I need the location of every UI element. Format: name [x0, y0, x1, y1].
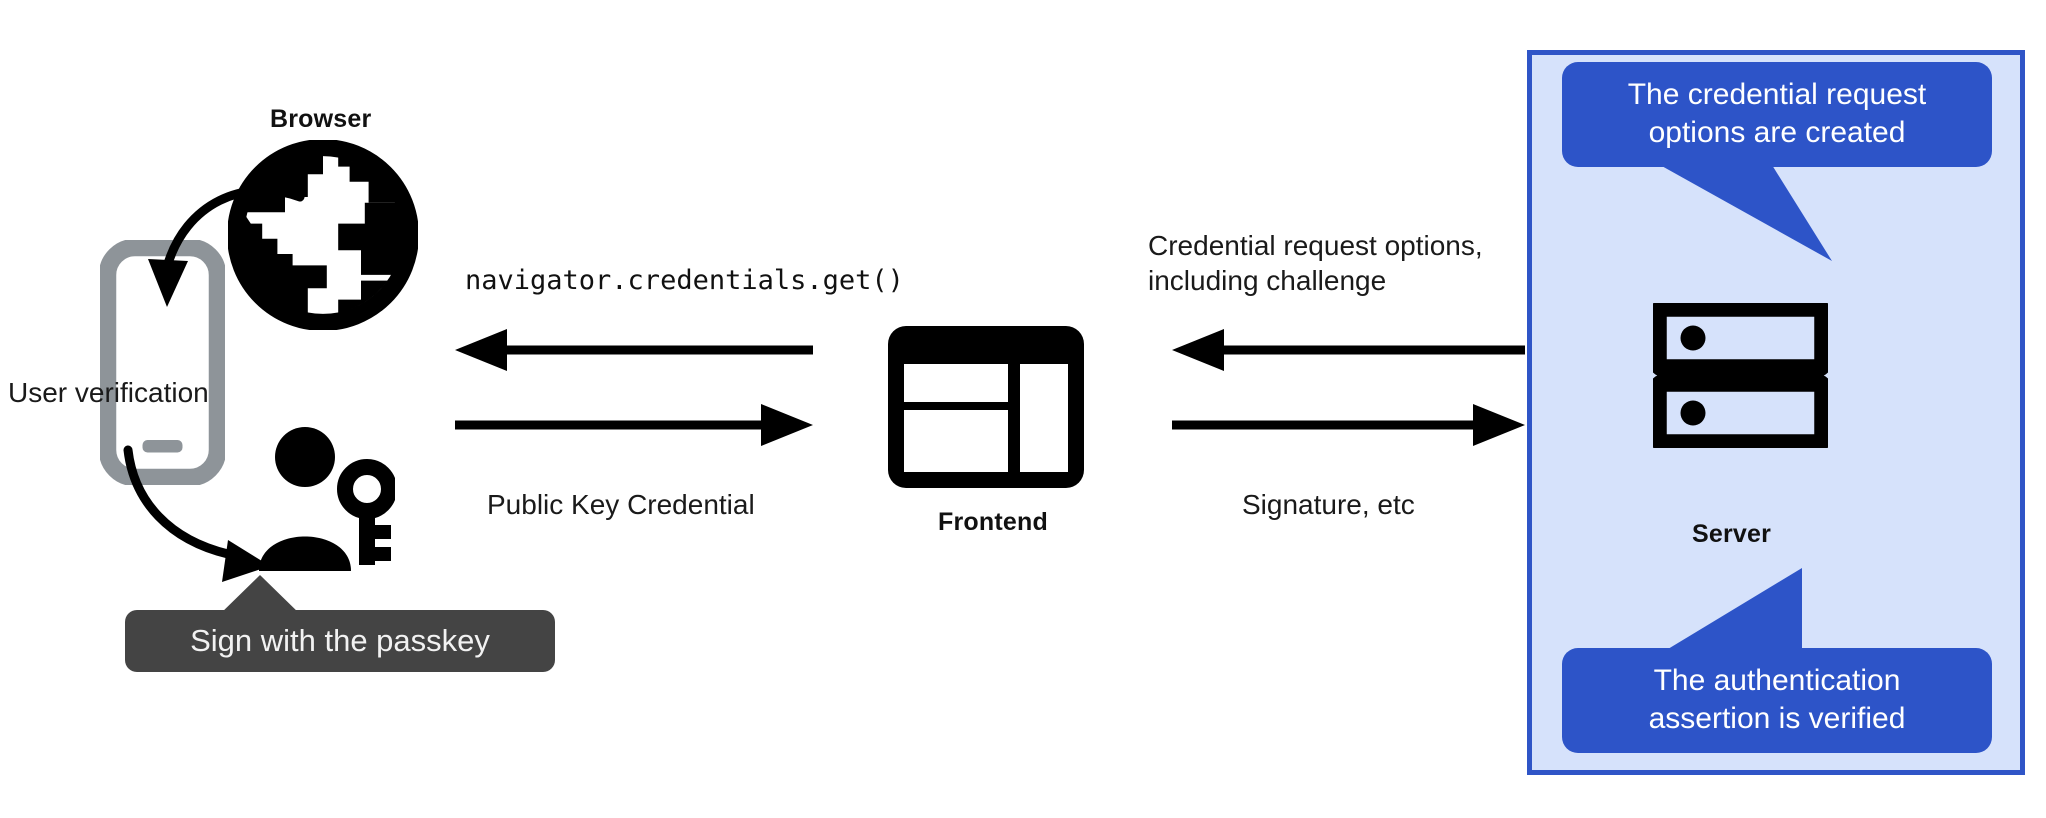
arrow-browser-to-phone — [148, 185, 305, 307]
layout-window-icon — [888, 326, 1084, 493]
server-label: Server — [1692, 520, 1772, 548]
user-verification-label: User verification — [8, 377, 209, 408]
server-callout-top: The credential request options are creat… — [1562, 62, 1992, 167]
server-callout-bottom-line-1: The authentication — [1653, 664, 1901, 697]
callout-top-tail — [1660, 165, 1832, 261]
arrow-frontend-to-browser — [455, 329, 813, 371]
frontend-label: Frontend — [938, 508, 1048, 536]
credential-request-options-line-1: Credential request options, — [1148, 230, 1483, 261]
arrow-phone-to-user — [123, 445, 270, 582]
server-callout-bottom: The authentication assertion is verified — [1562, 648, 1992, 753]
navigator-credentials-get-label: navigator.credentials.get() — [465, 265, 904, 296]
public-key-credential-label: Public Key Credential — [487, 489, 755, 520]
server-racks-icon — [1649, 299, 1832, 453]
smartphone-icon — [98, 238, 227, 490]
server-callout-top-line-2: options are created — [1648, 116, 1906, 150]
arrow-server-to-frontend — [1172, 329, 1525, 371]
arrow-frontend-to-server — [1172, 404, 1525, 446]
signature-etc-label: Signature, etc — [1242, 489, 1415, 520]
person-with-key-icon — [255, 425, 397, 580]
sign-with-passkey-tooltip: Sign with the passkey — [125, 610, 555, 672]
arrow-browser-to-frontend — [455, 404, 813, 446]
globe-icon — [227, 139, 419, 335]
browser-label: Browser — [270, 105, 372, 133]
callout-bottom-tail — [1630, 568, 1802, 672]
server-callout-top-line-1: The credential request — [1627, 78, 1927, 111]
server-callout-bottom-line-2: assertion is verified — [1648, 702, 1906, 736]
tooltip-tail-up — [217, 575, 303, 617]
credential-request-options-line-2: including challenge — [1148, 265, 1387, 297]
credential-request-options-label: Credential request options, including ch… — [1148, 228, 1483, 299]
